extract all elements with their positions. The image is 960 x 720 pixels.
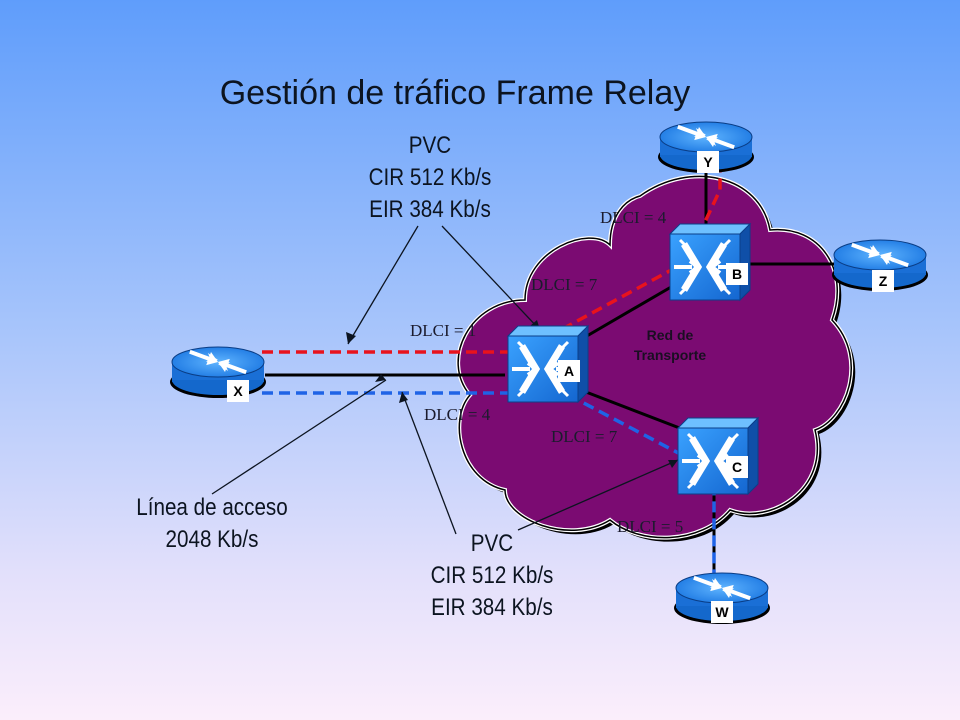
router-y-tag: Y bbox=[697, 151, 719, 173]
pvc-top-label: PVC CIR 512 Kb/s EIR 384 Kb/s bbox=[344, 130, 516, 226]
cloud-label-line1: Red de bbox=[646, 327, 694, 343]
dlci-b-to-y: DLCI = 4 bbox=[600, 208, 667, 227]
pvc-bottom-label: PVC CIR 512 Kb/s EIR 384 Kb/s bbox=[406, 528, 578, 624]
cloud-label-line2: Transporte bbox=[633, 347, 707, 363]
access-line-line1: Línea de acceso bbox=[136, 494, 288, 521]
dlci-x-red: DLCI = 1 bbox=[410, 321, 477, 340]
pvc-bottom-line1: PVC bbox=[470, 530, 514, 557]
pointer-pvc-top-left bbox=[347, 225, 419, 345]
dlci-x-blue: DLCI = 4 bbox=[424, 405, 491, 424]
pvc-top-line3: EIR 384 Kb/s bbox=[369, 196, 491, 223]
pointer-lines bbox=[211, 225, 679, 535]
blue-pvc-path bbox=[262, 391, 716, 574]
access-line-line2: 2048 Kb/s bbox=[165, 526, 259, 553]
pvc-top-line2: CIR 512 Kb/s bbox=[368, 164, 492, 191]
switch-a-tag: A bbox=[558, 360, 580, 382]
router-x-tag: X bbox=[227, 380, 249, 402]
switch-b-tag: B bbox=[726, 263, 748, 285]
page-title: Gestión de tráfico Frame Relay bbox=[219, 74, 691, 112]
pointer-pvc-bottom-right bbox=[517, 459, 679, 531]
pvc-top-line1: PVC bbox=[408, 132, 452, 159]
pvc-bottom-line2: CIR 512 Kb/s bbox=[430, 562, 554, 589]
switch-c-tag: C bbox=[726, 456, 748, 478]
dlci-c-to-a: DLCI = 7 bbox=[551, 427, 618, 446]
pointer-access-line bbox=[211, 379, 387, 495]
router-z-tag: Z bbox=[872, 270, 894, 292]
router-w-tag: W bbox=[711, 601, 733, 623]
pvc-bottom-line3: EIR 384 Kb/s bbox=[431, 594, 553, 621]
pointer-pvc-top-right bbox=[441, 225, 541, 331]
switch-b-icon bbox=[670, 224, 750, 300]
cloud-label: Red de Transporte bbox=[600, 325, 740, 365]
access-line-label: Línea de acceso 2048 Kb/s bbox=[109, 492, 315, 556]
dlci-c-to-w: DLCI = 5 bbox=[617, 517, 684, 536]
link-a-c bbox=[585, 390, 691, 434]
router-x-icon bbox=[169, 344, 267, 399]
dlci-b-to-a: DLCI = 7 bbox=[531, 275, 598, 294]
pointer-pvc-bottom-left bbox=[401, 391, 457, 535]
